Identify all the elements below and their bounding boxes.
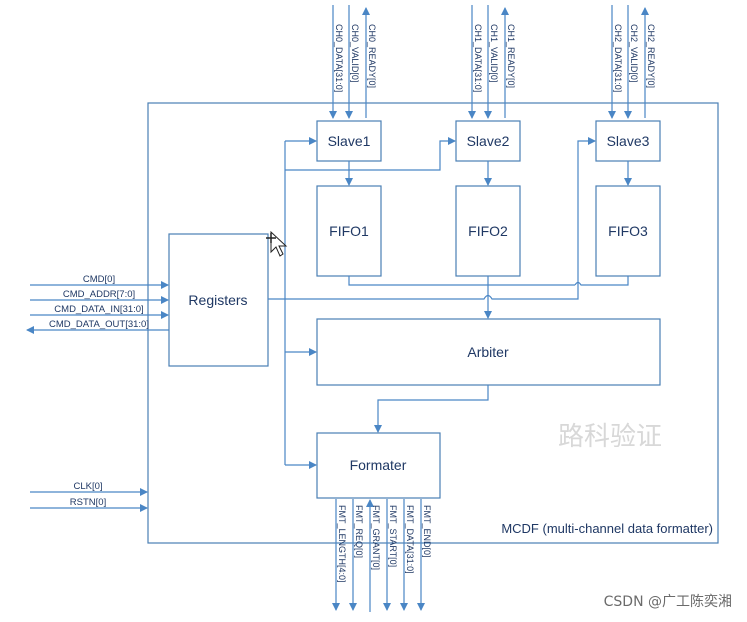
registers-config-wires	[268, 137, 596, 469]
pin-fmt-grant: FMT_GRANT[0]	[371, 505, 381, 570]
pin-ch2-data: CH2_DATA[31:0]	[613, 24, 623, 92]
fifo-to-arbiter-wires	[348, 276, 629, 319]
pin-fmt-end: FMT_END[0]	[422, 505, 432, 558]
mcdf-module-boundary	[147, 102, 719, 544]
fifo1-block: FIFO1	[316, 185, 382, 277]
formater-block: Formater	[316, 432, 441, 499]
arbiter-label: Arbiter	[467, 344, 509, 360]
pin-clk: CLK[0]	[73, 481, 102, 492]
arbiter-to-formater-wire	[374, 385, 489, 433]
formater-label: Formater	[350, 457, 407, 473]
pin-ch2-ready: CH2_READY[0]	[646, 24, 656, 88]
pin-cmd-data-in: CMD_DATA_IN[31:0]	[54, 304, 143, 315]
pin-ch1-data: CH1_DATA[31:0]	[473, 24, 483, 92]
pin-fmt-start: FMT_START[0]	[388, 505, 398, 567]
fifo3-label: FIFO3	[608, 223, 648, 239]
pin-ch0-ready: CH0_READY[0]	[367, 24, 377, 88]
registers-block: Registers	[168, 233, 269, 367]
slave1-block: Slave1	[316, 120, 382, 162]
pin-fmt-req: FMT_REQ[0]	[354, 505, 364, 558]
slave2-label: Slave2	[467, 133, 510, 149]
pin-ch1-ready: CH1_READY[0]	[506, 24, 516, 88]
fifo3-block: FIFO3	[595, 185, 661, 277]
pin-cmd-data-out: CMD_DATA_OUT[31:0]	[49, 319, 149, 330]
slave3-block: Slave3	[595, 120, 661, 162]
pin-ch2-valid: CH2_VALID[0]	[629, 24, 639, 82]
pin-fmt-data: FMT_DATA[31:0]	[405, 505, 415, 574]
mouse-cursor-icon	[266, 230, 288, 257]
watermark: 路科验证	[558, 422, 662, 452]
pin-cmd: CMD[0]	[83, 274, 115, 285]
bottom-pin-wires	[332, 499, 425, 612]
left-pin-labels: CMD[0] CMD_ADDR[7:0] CMD_DATA_IN[31:0] C…	[49, 274, 149, 508]
slave3-label: Slave3	[607, 133, 650, 149]
pin-ch1-valid: CH1_VALID[0]	[489, 24, 499, 82]
module-label: MCDF (multi-channel data formatter)	[501, 521, 713, 536]
fifo1-label: FIFO1	[329, 223, 369, 239]
top-pin-lines	[329, 5, 649, 119]
pin-cmd-addr: CMD_ADDR[7:0]	[63, 289, 135, 300]
top-pin-labels: CH0_DATA[31:0] CH0_VALID[0] CH0_READY[0]…	[334, 24, 656, 92]
fifo2-block: FIFO2	[455, 185, 521, 277]
csdn-credit: CSDN @广工陈奕湘	[604, 593, 732, 610]
bottom-pin-labels: FMT_LENGTH[4:0] FMT_REQ[0] FMT_GRANT[0] …	[337, 505, 432, 583]
pin-rstn: RSTN[0]	[70, 497, 106, 508]
registers-label: Registers	[188, 292, 247, 308]
slave1-label: Slave1	[328, 133, 371, 149]
pin-fmt-length: FMT_LENGTH[4:0]	[337, 505, 347, 583]
slave-to-fifo-wires	[345, 161, 632, 186]
pin-ch0-data: CH0_DATA[31:0]	[334, 24, 344, 92]
pin-ch0-valid: CH0_VALID[0]	[350, 24, 360, 82]
left-pin-wires	[26, 281, 169, 512]
fifo2-label: FIFO2	[468, 223, 508, 239]
arbiter-block: Arbiter	[316, 318, 661, 386]
slave2-block: Slave2	[455, 120, 521, 162]
